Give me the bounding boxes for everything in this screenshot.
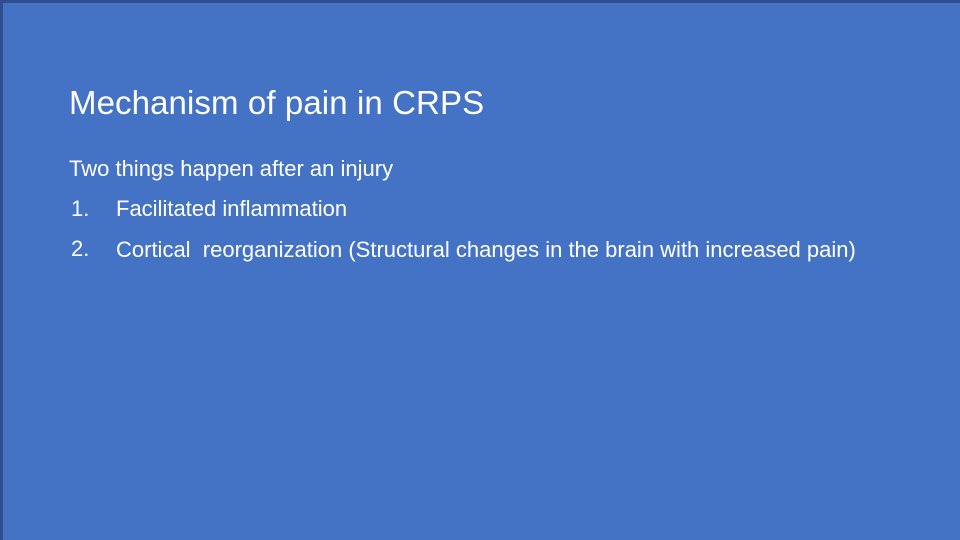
list-item: 2. Cortical reorganization (Structural c… (69, 229, 909, 266)
list-item-text: Cortical reorganization (Structural chan… (116, 237, 856, 262)
list-item-marker: 1. (71, 196, 90, 221)
slide-title: Mechanism of pain in CRPS (69, 84, 485, 122)
body-lead-text: Two things happen after an injury (69, 156, 394, 181)
slide-body: Two things happen after an injury 1. Fac… (69, 149, 909, 266)
list-item: 1. Facilitated inflammation (69, 189, 909, 229)
list-item-marker: 2. (71, 236, 90, 261)
numbered-list: 1. Facilitated inflammation 2. Cortical … (69, 189, 909, 266)
list-item-text: Facilitated inflammation (116, 196, 348, 221)
